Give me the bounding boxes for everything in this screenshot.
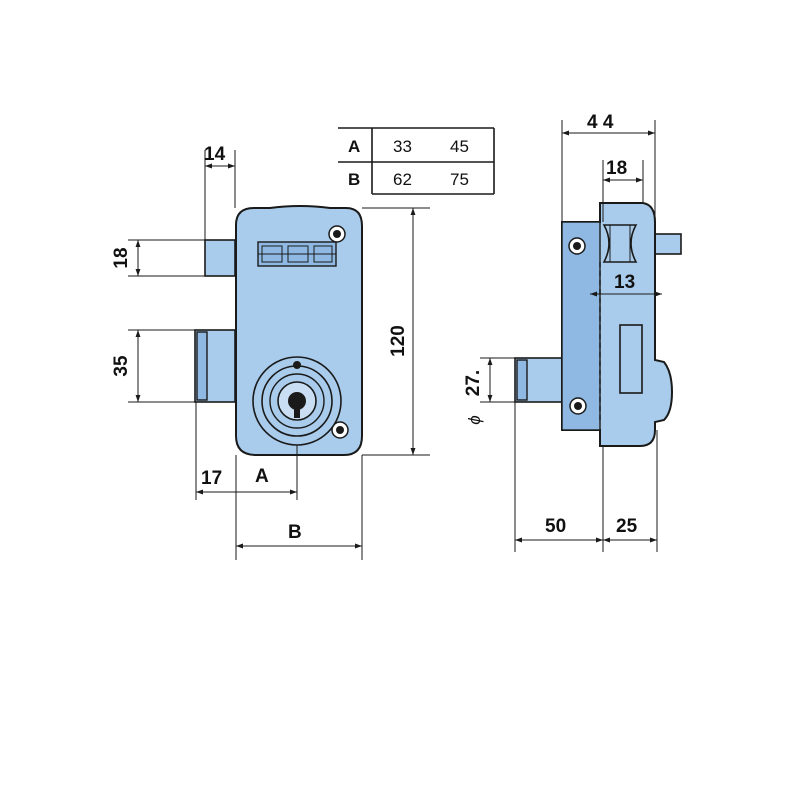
side-view: 4 4 18 13 27. ϕ 50 25 [463, 112, 682, 552]
side-screw-bottom [569, 397, 587, 415]
dim-bolt-width: 14 [204, 144, 226, 165]
latch-window [257, 241, 337, 267]
dia-symbol: ϕ [465, 415, 484, 424]
dim-latch-height: 18 [111, 247, 132, 268]
side-front-plate [561, 221, 601, 431]
dim-total-height: 120 [388, 325, 409, 357]
side-latch-bolt [654, 233, 682, 255]
table-row-a-label: A [348, 137, 360, 156]
front-view: 14 18 35 120 17 A B [111, 144, 430, 560]
dim-a: A [255, 466, 269, 487]
dim-cylinder-length: 50 [545, 516, 566, 537]
side-latch-roller [602, 224, 638, 263]
front-cylinder [252, 356, 342, 446]
table-row-b-value-2: 75 [450, 170, 469, 189]
side-screw-top [568, 237, 586, 255]
side-bolt-slot [619, 324, 643, 394]
dim-rear: 25 [616, 516, 638, 537]
table-row-a-value-2: 45 [450, 137, 469, 156]
front-latch-bolt [204, 239, 236, 277]
front-screw-top [328, 225, 346, 243]
dim-latch: 18 [606, 158, 627, 179]
dim-cylinder-dia: 27. [463, 370, 484, 396]
dim-offset: 17 [201, 468, 222, 489]
dim-bolt-height: 35 [111, 355, 132, 377]
dim-b: B [288, 522, 302, 543]
dim-latch-gap: 13 [614, 272, 635, 293]
table-row-b-value-1: 62 [393, 170, 412, 189]
dim-depth: 4 4 [587, 112, 614, 133]
table-row-b-label: B [348, 170, 360, 189]
dimension-table: A 33 45 B 62 75 [338, 127, 495, 195]
front-screw-bottom [331, 421, 349, 439]
front-dead-bolt-shade [196, 331, 208, 401]
table-row-a-value-1: 33 [393, 137, 412, 156]
